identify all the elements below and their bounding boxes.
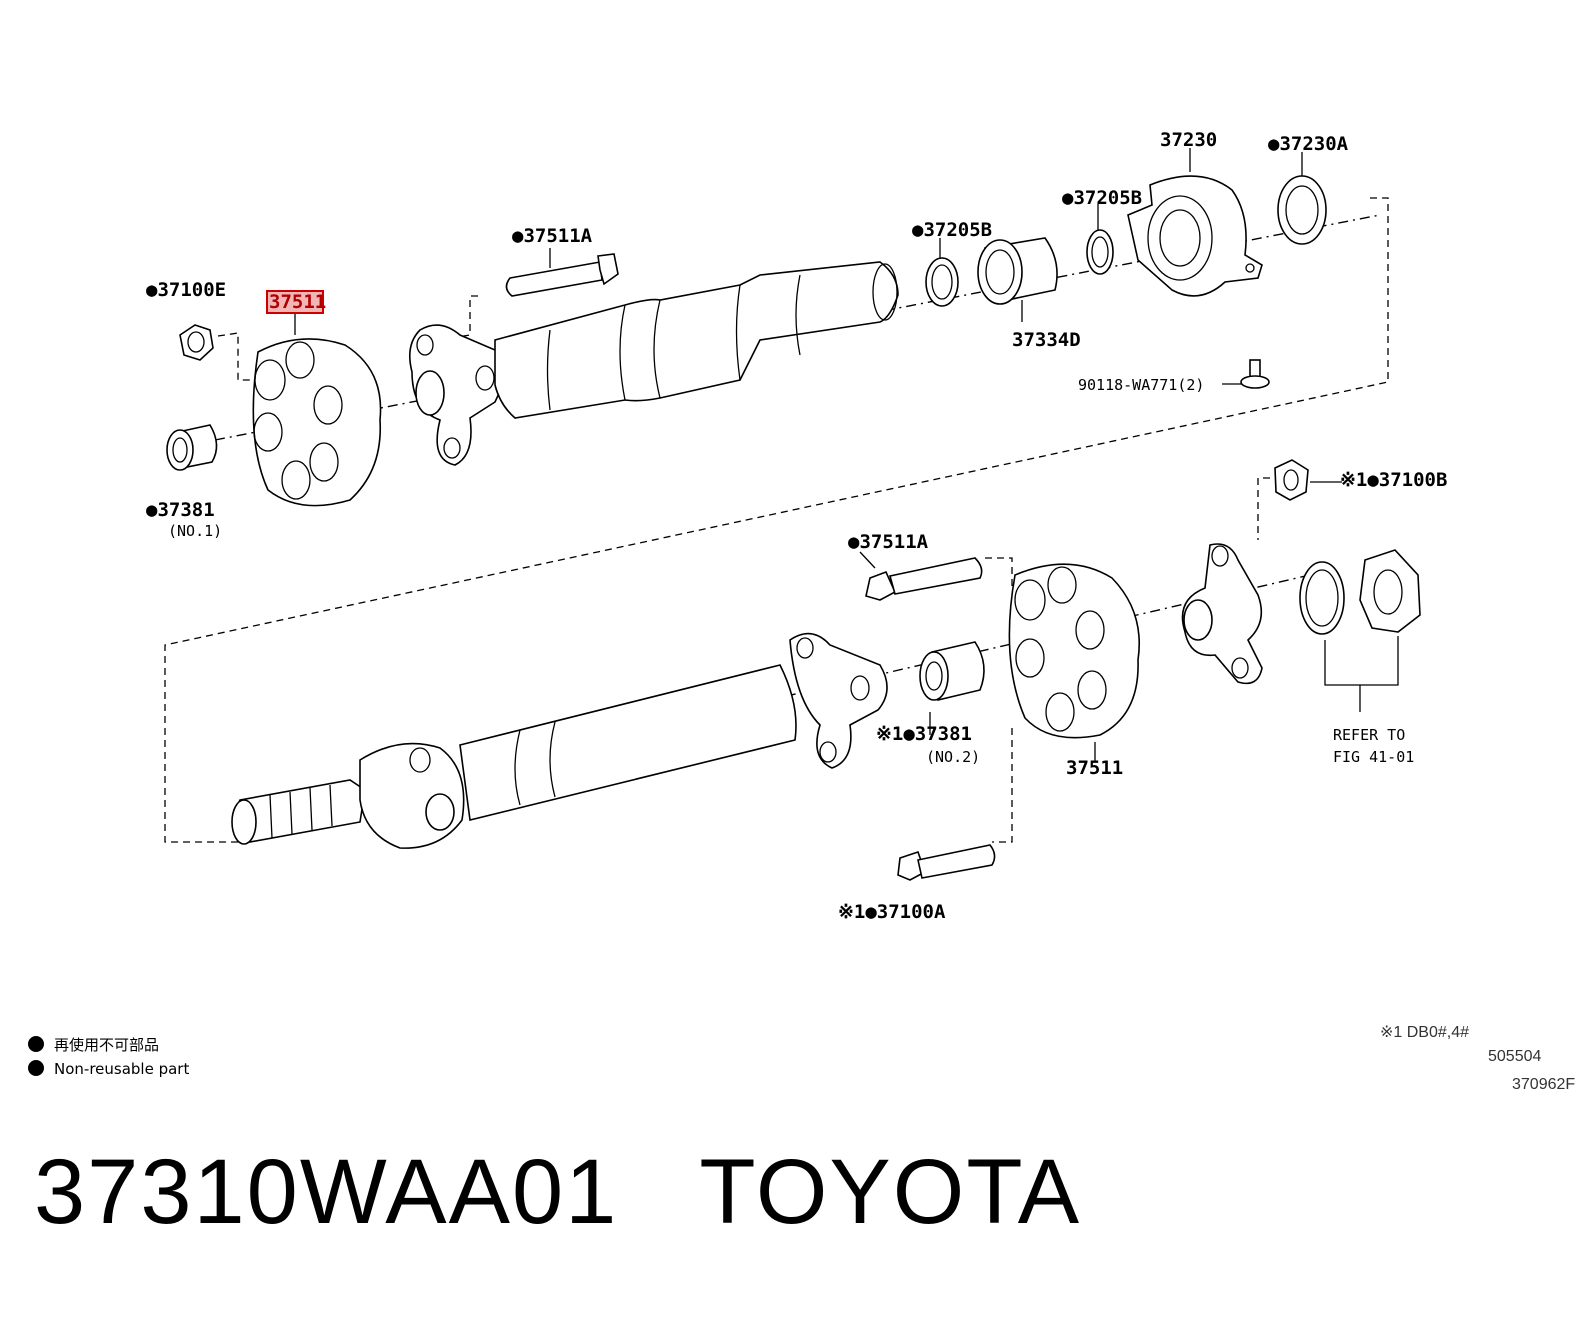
label-37100A: ※1●37100A — [838, 901, 946, 923]
leader-bolt-37100A — [992, 728, 1013, 843]
bolt-90118-WA771[interactable] — [1240, 359, 1270, 389]
washer-37230A[interactable] — [1277, 175, 1327, 245]
label-37100E: ●37100E — [146, 279, 226, 301]
legend-en-text: Non-reusable part — [54, 1060, 190, 1078]
label-37381-no2: ※1●37381 — [876, 723, 972, 745]
label-37230A: ●37230A — [1268, 133, 1349, 155]
sleeve-37334D[interactable] — [977, 237, 1058, 305]
legend-en: Non-reusable part — [28, 1060, 189, 1078]
corner-code-2: 370962F — [1512, 1076, 1576, 1093]
seal-37205B-a[interactable] — [925, 257, 959, 307]
flex-coupling-37511-top[interactable] — [252, 338, 382, 507]
rear-flange-yoke[interactable] — [789, 632, 888, 769]
bushing-37381-no2[interactable] — [919, 641, 985, 701]
bushing-37381-no1[interactable] — [166, 424, 218, 471]
legend-jp-text: 再使用不可部品 — [54, 1036, 160, 1054]
bolt-37511A-top[interactable] — [505, 253, 619, 297]
universal-joint[interactable] — [359, 742, 465, 849]
refer-bracket — [1324, 636, 1399, 712]
seal-37205B-b[interactable] — [1086, 229, 1114, 275]
label-37511-bottom: 37511 — [1066, 757, 1123, 779]
nut-37100B[interactable] — [1274, 459, 1309, 501]
label-37334D: 37334D — [1012, 329, 1081, 351]
bolt-37100A[interactable] — [897, 844, 996, 881]
leader-nut-37100B — [1257, 477, 1270, 540]
label-37381-no1: ●37381 — [146, 499, 215, 521]
assembly-boundary — [164, 197, 1389, 843]
leader-37511A-bottom — [859, 551, 876, 569]
label-37511-top[interactable]: 37511 — [269, 291, 326, 313]
label-fig-41-01[interactable]: FIG 41-01 — [1333, 748, 1414, 766]
corner-note: ※1 DB0#,4# — [1380, 1024, 1470, 1041]
label-37230: 37230 — [1160, 129, 1217, 151]
nut-37100E[interactable] — [179, 324, 214, 361]
label-37511A-bottom: ●37511A — [848, 531, 929, 553]
rear-shaft-tube[interactable] — [459, 664, 797, 821]
label-refer-to[interactable]: REFER TO — [1333, 726, 1405, 744]
label-37205B-a: ●37205B — [912, 219, 992, 241]
splined-slip-yoke[interactable] — [231, 779, 366, 845]
leader-37100E — [217, 332, 252, 381]
lock-nut[interactable] — [1359, 549, 1421, 633]
front-shaft-tube[interactable] — [494, 261, 899, 419]
label-37100B: ※1●37100B — [1340, 469, 1447, 491]
label-no2: (NO.2) — [926, 748, 980, 766]
companion-flange[interactable] — [1181, 543, 1263, 685]
corner-code-1: 505504 — [1488, 1048, 1542, 1065]
label-37205B-b: ●37205B — [1062, 187, 1142, 209]
flex-coupling-37511-bottom[interactable] — [1008, 563, 1140, 739]
bullet-icon — [28, 1060, 44, 1076]
part-number-title: 37310WAA01 TOYOTA — [34, 1141, 1082, 1243]
label-no1: (NO.1) — [168, 522, 222, 540]
label-90118: 90118-WA771(2) — [1078, 376, 1204, 394]
leader-bolt-bottom — [985, 557, 1013, 590]
front-flange-yoke[interactable] — [409, 324, 504, 466]
bolt-37511A-bottom[interactable] — [865, 557, 983, 601]
bullet-icon — [28, 1036, 44, 1052]
legend-jp: 再使用不可部品 — [28, 1034, 159, 1055]
center-bearing-37230[interactable] — [1127, 175, 1263, 297]
label-37511A-top: ●37511A — [512, 225, 593, 247]
highlight-box-37511 — [266, 290, 324, 314]
oil-seal-ring[interactable] — [1299, 561, 1345, 635]
